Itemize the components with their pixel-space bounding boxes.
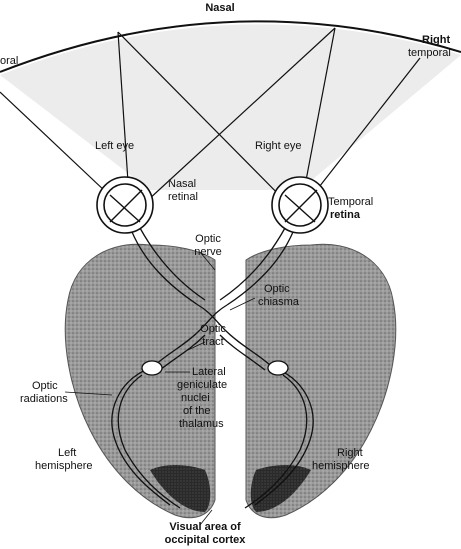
label-temporal-retina-2: retina	[330, 209, 360, 221]
label-optic-radiations-1: Optic	[32, 380, 58, 392]
label-optic-nerve-1: Optic	[183, 233, 233, 245]
label-optic-tract-1: Optic	[188, 323, 238, 335]
label-right-hemisphere-1: Right	[337, 447, 363, 459]
label-lgn-1: Lateral	[192, 366, 226, 378]
right-eye	[272, 177, 328, 233]
label-temporal-retina-1: Temporal	[328, 196, 373, 208]
label-visual-area-2: occipital cortex	[145, 534, 265, 546]
label-visual-area-1: Visual area of	[145, 521, 265, 533]
label-right-temporal-2: temporal	[408, 47, 451, 59]
label-left-temporal: oral	[0, 55, 18, 67]
label-optic-chiasma-1: Optic	[264, 283, 290, 295]
label-lgn-2: geniculate	[177, 379, 227, 391]
label-nasal-field: Nasal	[190, 2, 250, 14]
label-right-temporal-1: Right	[422, 34, 450, 46]
right-lgn	[268, 361, 288, 375]
label-optic-radiations-2: radiations	[20, 393, 68, 405]
label-left-hemisphere-2: hemisphere	[35, 460, 92, 472]
label-right-eye: Right eye	[255, 140, 301, 152]
label-optic-tract-2: tract	[188, 336, 238, 348]
left-lgn	[142, 361, 162, 375]
label-left-eye: Left eye	[95, 140, 134, 152]
label-right-hemisphere-2: hemisphere	[312, 460, 369, 472]
label-nasal-retina-2: retinal	[168, 191, 198, 203]
label-lgn-4: of the	[183, 405, 211, 417]
label-lgn-3: nuclei	[181, 392, 210, 404]
label-lgn-5: thalamus	[179, 418, 224, 430]
label-optic-nerve-2: nerve	[183, 246, 233, 258]
label-nasal-retina-1: Nasal	[168, 178, 196, 190]
label-left-hemisphere-1: Left	[58, 447, 76, 459]
left-eye	[97, 177, 153, 233]
label-optic-chiasma-2: chiasma	[258, 296, 299, 308]
